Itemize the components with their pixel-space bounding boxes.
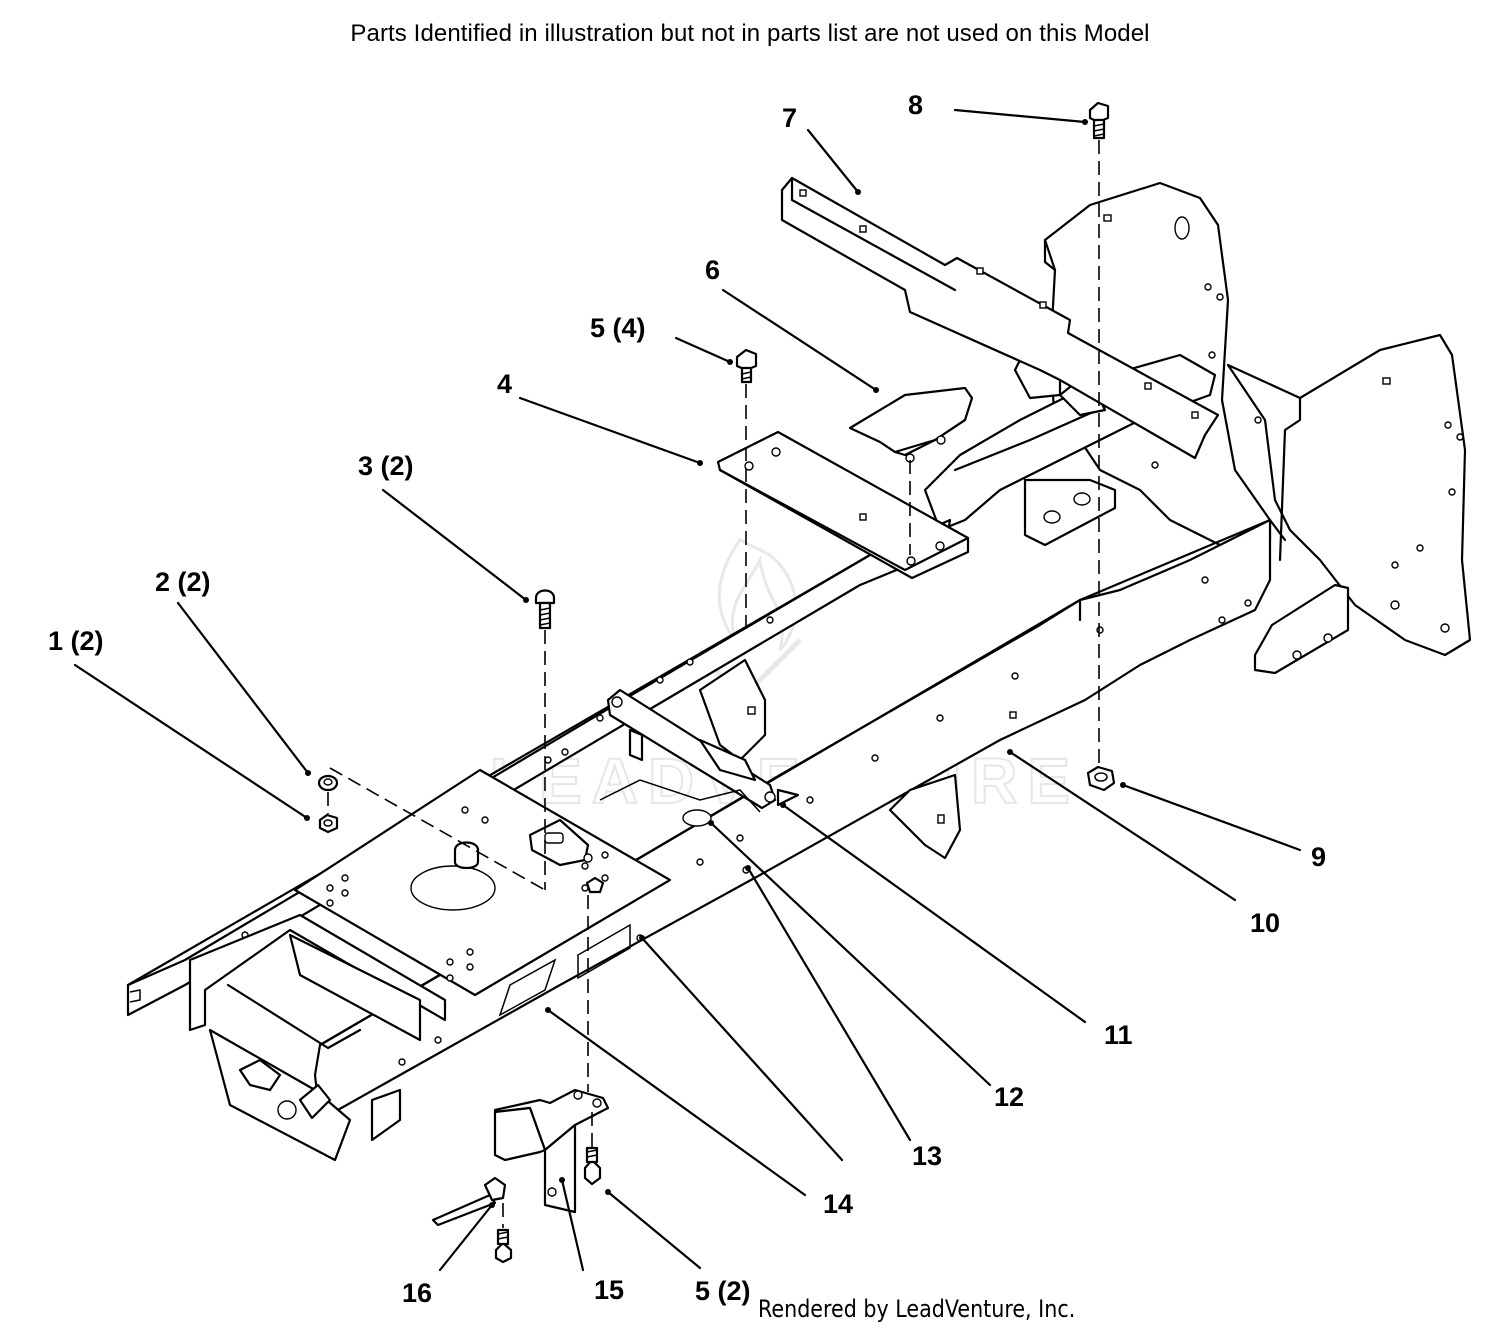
pivot-bracket-12	[599, 658, 800, 827]
plate-4	[716, 430, 970, 580]
callout-8: 8	[908, 90, 923, 120]
carriage-bolt-3	[534, 589, 556, 630]
nut-1	[318, 813, 339, 834]
washer-2	[317, 774, 339, 792]
small-bolt	[585, 876, 605, 894]
callout-5-bottom: 5 (2)	[695, 1276, 751, 1306]
footer-credit: Rendered by LeadVenture, Inc.	[758, 1295, 1076, 1323]
bolt-8	[1088, 101, 1110, 140]
callout-labels: 1 (2) 2 (2) 3 (2) 4 5 (4) 6 7 8 9 10 11 …	[48, 90, 1326, 1308]
callout-12: 12	[994, 1082, 1024, 1112]
callout-1: 1 (2)	[48, 626, 104, 656]
nut-9	[1086, 765, 1116, 792]
main-frame-11	[126, 518, 1287, 1162]
bolt-5-top	[735, 348, 758, 384]
bracket-15	[431, 1088, 610, 1227]
underside-bracket	[888, 773, 962, 860]
callout-7: 7	[782, 103, 797, 133]
diagram-note: Parts Identified in illustration but not…	[350, 20, 1150, 47]
callout-10: 10	[1250, 908, 1280, 938]
callout-14: 14	[823, 1189, 853, 1219]
bracket-6	[848, 386, 974, 463]
callout-16: 16	[402, 1278, 432, 1308]
callout-15: 15	[594, 1275, 624, 1305]
callout-2: 2 (2)	[155, 567, 211, 597]
callout-6: 6	[705, 255, 720, 285]
callout-4: 4	[497, 369, 512, 399]
rear-frame-plates	[1023, 181, 1472, 675]
support-7	[780, 176, 1220, 460]
bolt-16	[494, 1228, 513, 1264]
hardware	[317, 101, 1116, 1264]
callout-9: 9	[1311, 842, 1326, 872]
callout-11: 11	[1104, 1020, 1133, 1050]
callout-5-top: 5 (4)	[590, 313, 646, 343]
callout-3: 3 (2)	[358, 451, 414, 481]
assembly-axes	[327, 140, 1100, 1228]
bolt-5-bottom	[583, 1146, 602, 1186]
callout-13: 13	[912, 1141, 942, 1171]
leader-lines	[73, 108, 1302, 1272]
